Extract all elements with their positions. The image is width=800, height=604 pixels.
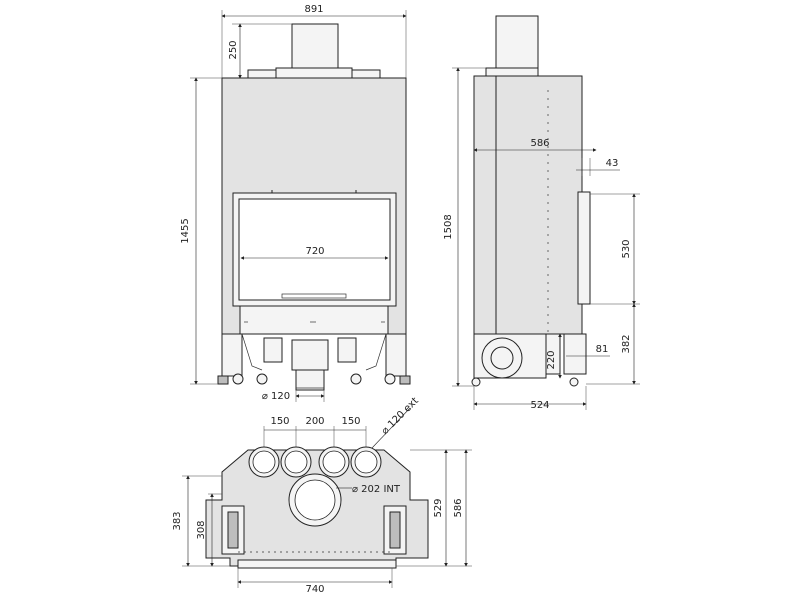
plan-outlets [248, 446, 382, 478]
front-feet [217, 373, 411, 385]
dim-side-leg-height: 220 [546, 350, 557, 369]
dim-side-offset-43: 43 [606, 158, 619, 169]
flue-pipe [291, 23, 339, 71]
dim-side-height: 1508 [443, 214, 454, 239]
dim-side-base-height: 382 [621, 334, 632, 353]
bottom-outlet-pipe [295, 369, 325, 391]
dim-plan-383: 383 [172, 511, 183, 530]
dim-side-depth-upper: 586 [530, 138, 549, 149]
dim-side-depth-base: 524 [530, 400, 549, 411]
dim-plan-spacing-middle: 200 [305, 416, 324, 427]
plan-view: 150 200 150 ⌀ 120 ext ⌀ 202 INT [172, 396, 472, 595]
dim-plan-529: 529 [433, 498, 444, 517]
dim-plan-308: 308 [196, 520, 207, 539]
dim-plan-spacing-left: 150 [270, 416, 289, 427]
dim-plan-outlet-int: ⌀ 202 INT [352, 484, 401, 495]
glass-door [238, 198, 391, 301]
side-body [473, 75, 583, 335]
dim-plan-586: 586 [453, 498, 464, 517]
dim-plan-base-width: 740 [305, 584, 324, 595]
dim-glass-width: 720 [305, 246, 324, 257]
dim-outlet-diameter: ⌀ 120 [262, 391, 290, 402]
dim-front-width: 891 [304, 4, 323, 15]
front-view: 891 250 720 [180, 4, 411, 402]
side-view: 1508 586 43 530 382 220 81 524 [443, 15, 640, 411]
dim-flue-height: 250 [228, 40, 239, 59]
dim-side-glass-height: 530 [621, 239, 632, 258]
dim-front-height: 1455 [180, 218, 191, 243]
dim-side-leg-offset: 81 [596, 344, 609, 355]
dim-plan-spacing-right: 150 [341, 416, 360, 427]
side-flue [495, 15, 539, 71]
dim-plan-outlet-ext: ⌀ 120 ext [380, 396, 421, 437]
